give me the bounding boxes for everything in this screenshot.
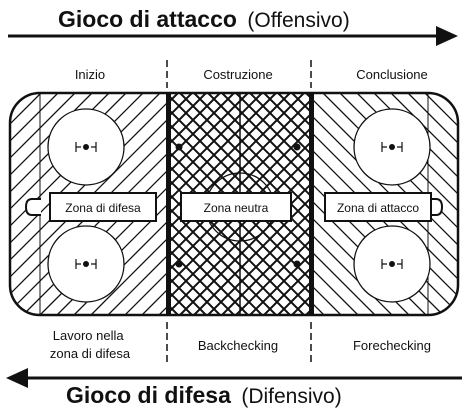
crosshatch-line [170,93,263,315]
crosshatch-line [207,93,310,315]
phase-build-label: Costruzione [203,67,272,82]
crosshatch-line [263,93,310,315]
faceoff-mark-right-top [381,142,403,152]
crosshatch-line [235,93,310,315]
svg-text:Gioco di attacco (Offens: Gioco di attacco (Offensivo) [58,6,350,32]
hatch-line [107,93,170,315]
neutral-dot-2 [293,143,301,151]
crosshatch-line [460,93,465,315]
crosshatch-line [170,93,263,315]
zone-label-neutral: Zona neutra [180,192,292,222]
phase-start-label: Inizio [75,67,105,82]
crosshatch-line [207,93,310,315]
crosshatch-line [170,93,291,315]
svg-text:Gioco di difesa (Difensi: Gioco di difesa (Difensivo) [66,382,342,408]
phase-defense-work-line2: zona di difesa [50,346,131,361]
crosshatch-line [170,93,221,315]
phase-defense-work-label: Lavoro nella zona di difesa [50,328,131,361]
hatch-line [310,93,359,315]
blue-line-left [166,93,171,315]
neutral-dot-1 [175,143,183,151]
rink-boards [8,91,460,317]
neutral-dot-3 [175,260,183,268]
crosshatch-line [221,93,310,315]
hatch-line [10,93,76,315]
hatch-line [10,93,59,315]
defense-subtitle: (Difensivo) [241,385,341,408]
zone-label-attack: Zona di attacco [324,192,432,222]
defense-title: Gioco di difesa [66,382,231,408]
crosshatch-line [170,93,249,315]
hatch-line [459,93,465,315]
crosshatch-line [235,93,310,315]
phase-forechecking-label: Forechecking [353,338,431,353]
faceoff-mark-left-bottom [75,259,97,269]
crosshatch-line [249,93,310,315]
neutral-dot-4 [293,260,301,268]
zone-attack-text: Zona di attacco [337,201,419,215]
faceoff-mark-right-bottom [381,259,403,269]
phase-finish-label: Conclusione [356,67,428,82]
zone-label-defense: Zona di difesa [49,192,157,222]
crosshatch-line [170,93,235,315]
crosshatch-line [170,93,249,315]
phase-defense-work-line1: Lavoro nella [53,328,125,343]
crosshatch-line [263,93,310,315]
defense-footer: Gioco di difesa (Difensivo) [6,368,462,408]
faceoff-dot-right-top [389,144,395,150]
hatch-line [407,93,458,315]
faceoff-mark-left-top [75,142,97,152]
faceoff-dot-left-top [83,144,89,150]
crosshatch-line [249,93,310,315]
crosshatch-line [170,93,235,315]
blue-line-right [309,93,314,315]
phase-backchecking-label: Backchecking [198,338,278,353]
crosshatch-line [221,93,310,315]
hatch-line [124,93,170,315]
attack-title: Gioco di attacco [58,6,237,32]
attack-subtitle: (Offensivo) [247,9,349,32]
faceoff-dot-left-bottom [83,261,89,267]
hatch-line [90,93,170,315]
hatch-line [310,93,376,315]
hatch-line [0,93,7,315]
crosshatch-line [170,93,221,315]
crosshatch-line [170,93,277,315]
hatch-line [310,93,393,315]
attack-arrow-head [436,26,458,46]
crosshatch-line [460,93,465,315]
crosshatch-line [193,93,310,315]
attack-header: Gioco di attacco (Offensivo) [8,6,458,46]
crosshatch-line [170,93,277,315]
zone-neutral-text: Zona neutra [204,201,269,215]
defense-arrow-head [6,368,28,388]
goal-left [24,198,41,216]
faceoff-dot-right-bottom [389,261,395,267]
zone-defense-text: Zona di difesa [65,201,141,215]
